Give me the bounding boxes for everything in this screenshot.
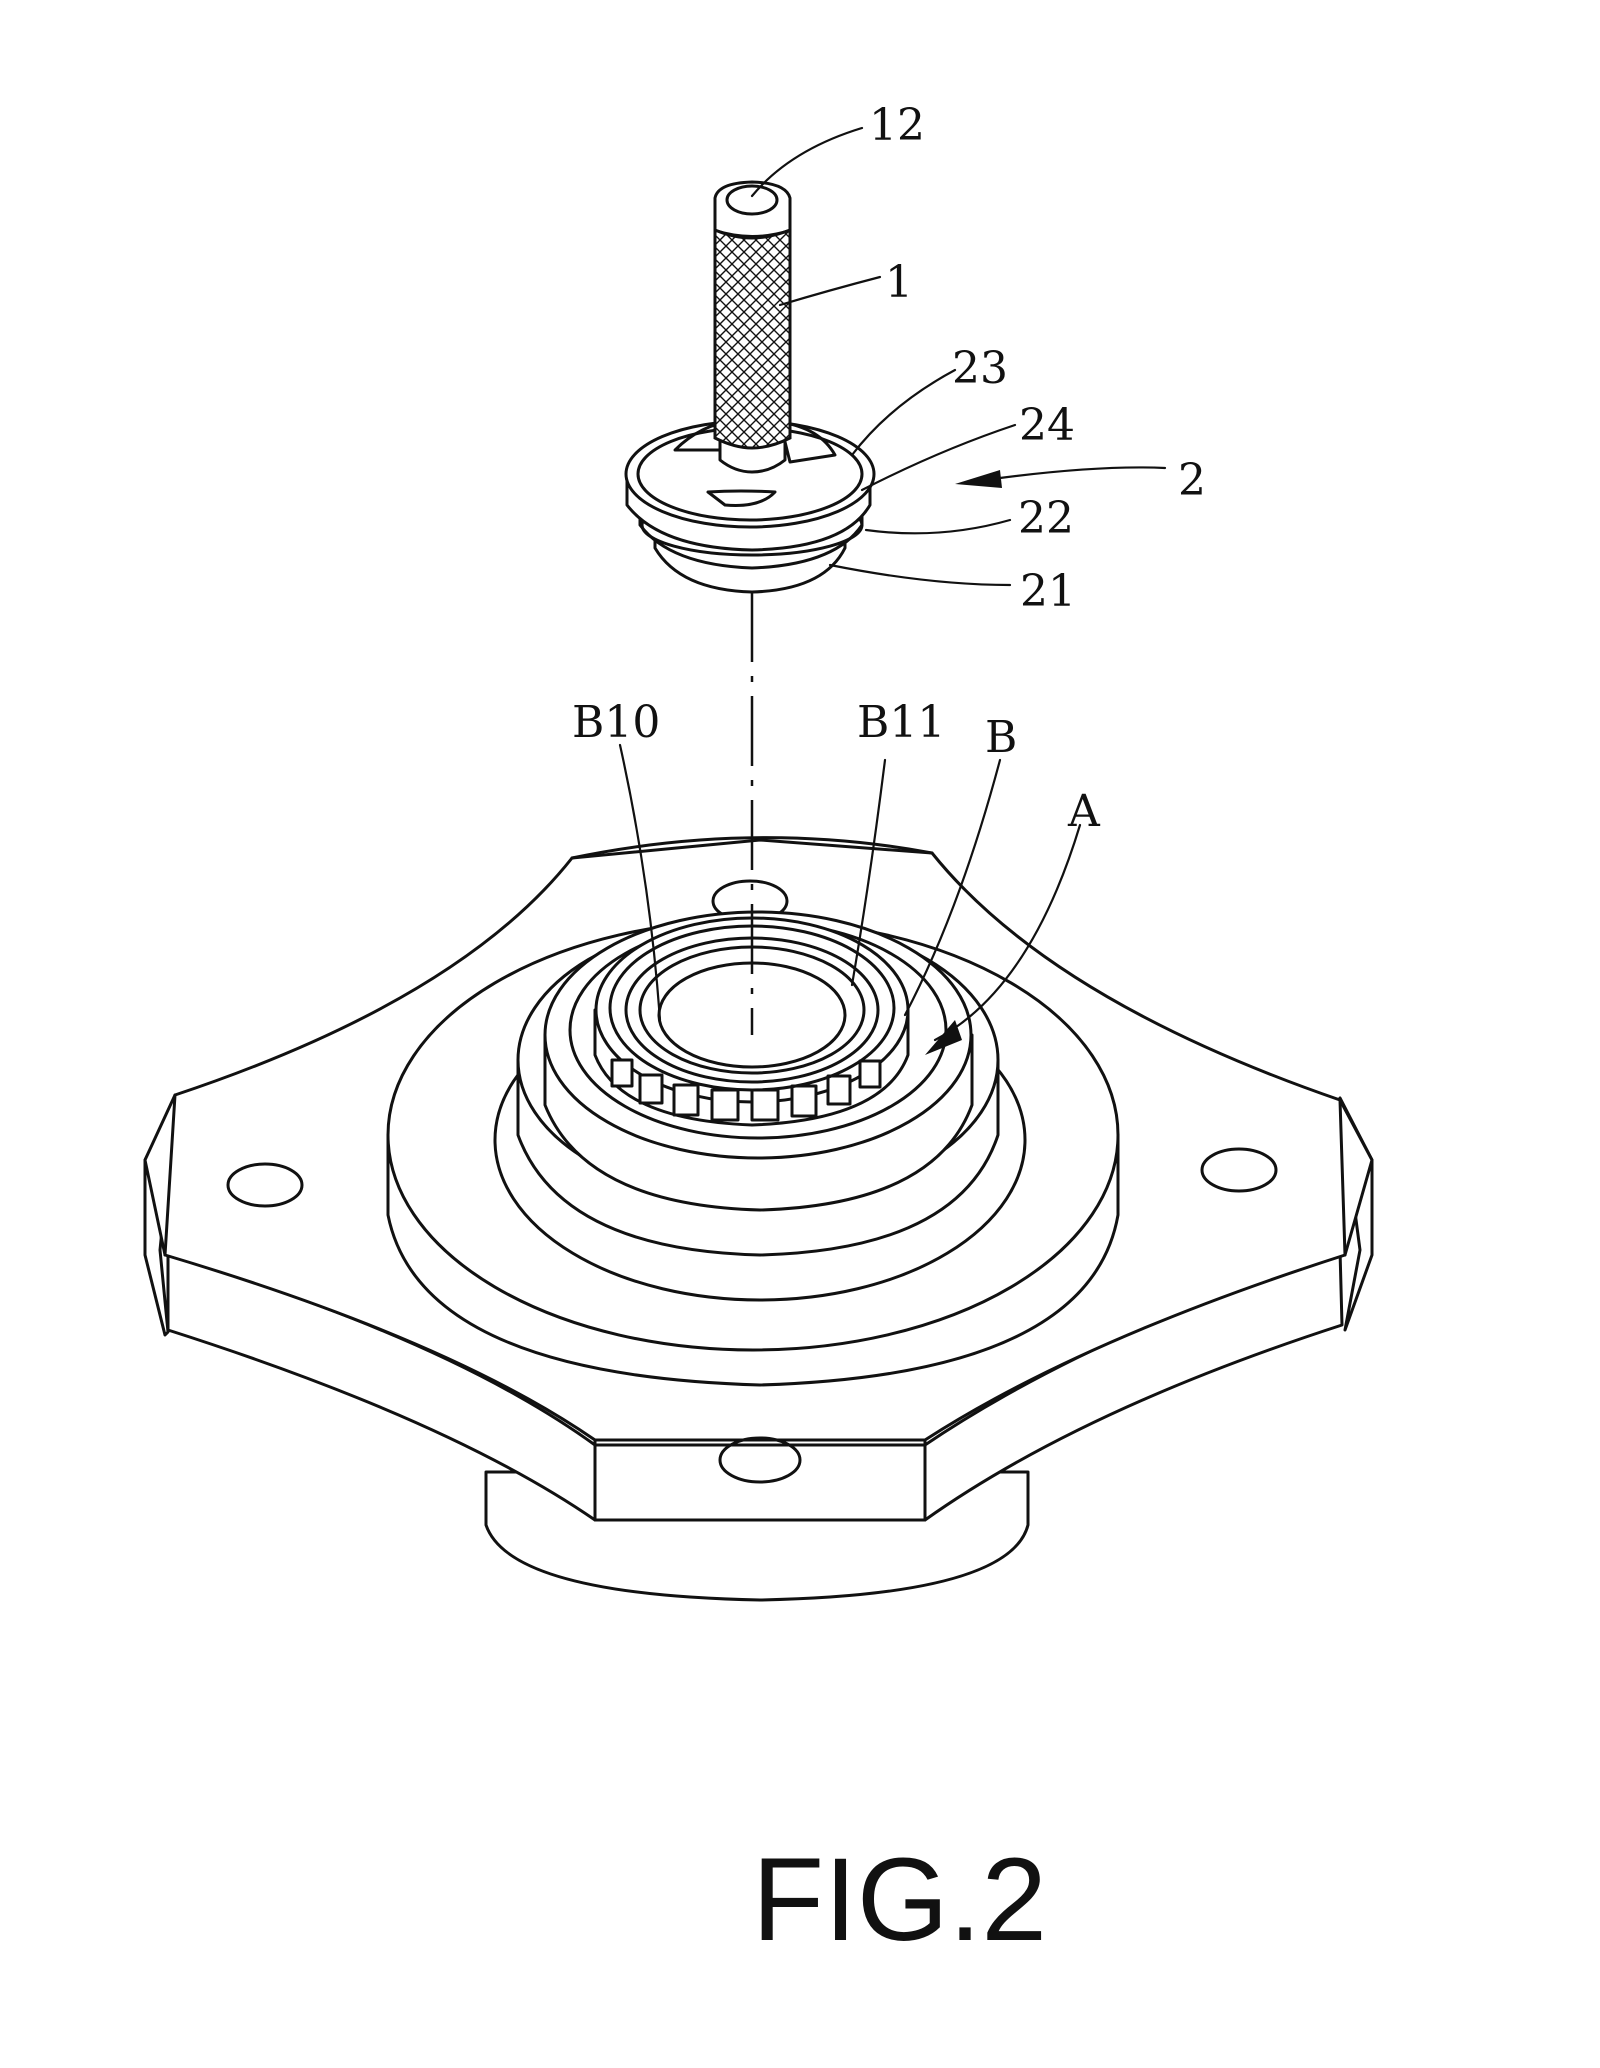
label-12: 12: [869, 100, 925, 151]
label-1: 1: [885, 257, 913, 308]
label-21: 21: [1020, 566, 1076, 617]
label-a: A: [1067, 786, 1101, 837]
label-2: 2: [1178, 455, 1206, 506]
label-b10: B10: [572, 697, 660, 748]
label-24: 24: [1019, 400, 1075, 451]
leader-lines: [618, 126, 1167, 1055]
label-23: 23: [952, 343, 1008, 394]
pin-1: [713, 180, 792, 474]
label-b11: B11: [857, 697, 945, 748]
reference-labels: 12 1 23 24 2 22 21 B10 B11 B A: [572, 100, 1206, 837]
cap-2: [624, 418, 876, 594]
label-b: B: [985, 712, 1017, 763]
label-22: 22: [1018, 493, 1074, 544]
figure-title: FIG.2: [752, 1834, 1047, 1966]
